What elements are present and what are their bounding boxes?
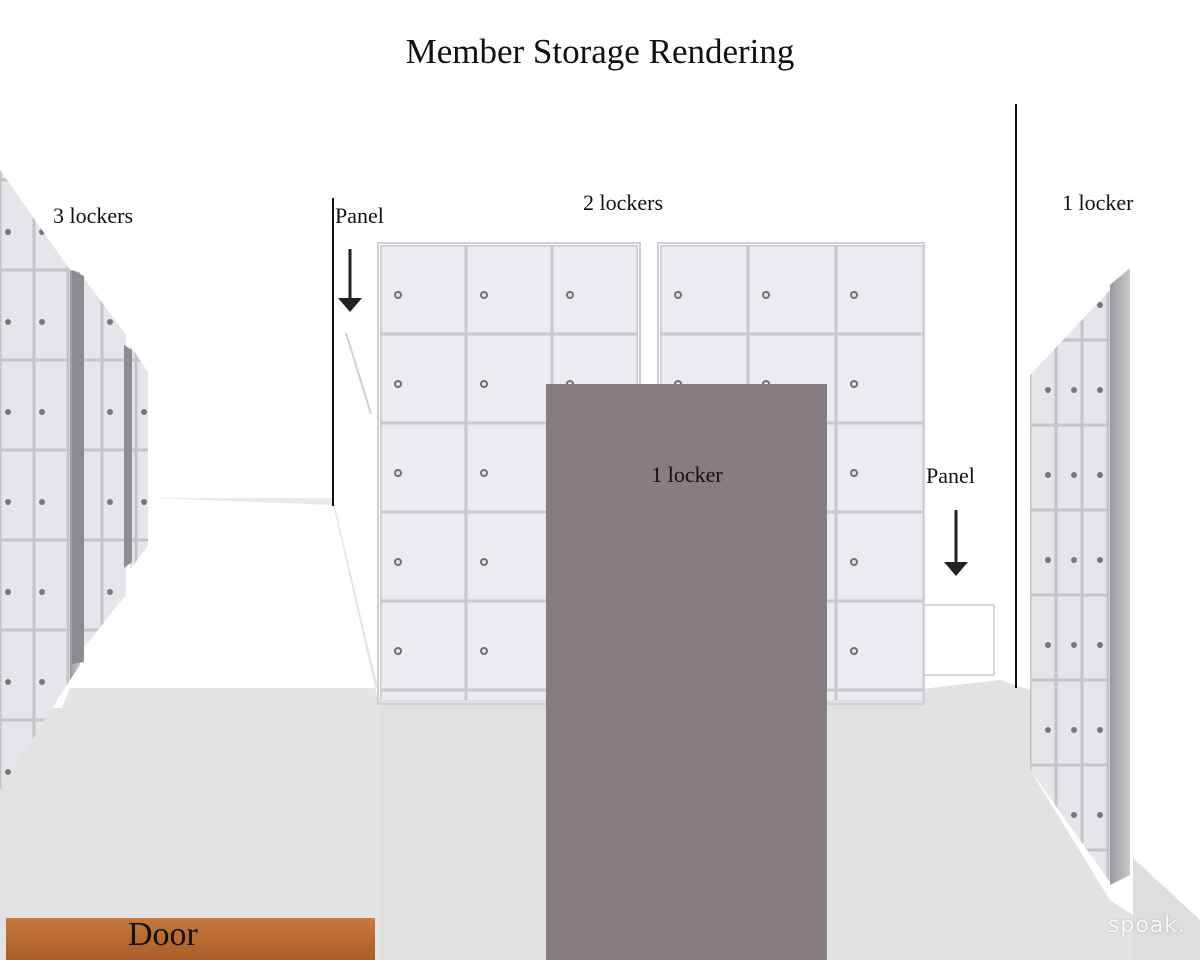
left-locker-bank-3-edge bbox=[124, 345, 132, 568]
right-locker-bank-edge bbox=[1110, 268, 1130, 885]
floor-right bbox=[826, 680, 1200, 960]
left-locker-bank-3 bbox=[130, 345, 148, 570]
down-arrow-icon bbox=[944, 510, 968, 576]
label-panel-right: Panel bbox=[926, 463, 975, 488]
page-title: Member Storage Rendering bbox=[405, 32, 795, 71]
left-panel-diagonal bbox=[345, 332, 372, 415]
label-center-block: 1 locker bbox=[651, 462, 723, 487]
label-panel-left: Panel bbox=[335, 203, 384, 228]
watermark-logo: spoak. bbox=[1107, 913, 1186, 938]
right-floor-corner bbox=[1133, 858, 1200, 960]
center-block bbox=[546, 384, 827, 960]
down-arrow-icon bbox=[338, 249, 362, 312]
left-locker-bank-2-edge bbox=[72, 270, 84, 664]
left-locker-bank-2 bbox=[82, 275, 126, 650]
label-door: Door bbox=[128, 916, 198, 953]
left-locker-bank-1 bbox=[0, 170, 70, 790]
right-panel-box bbox=[923, 604, 995, 676]
right-locker-bank bbox=[1030, 290, 1110, 882]
label-left-lockers: 3 lockers bbox=[53, 203, 134, 228]
label-right-lockers: 1 locker bbox=[1062, 190, 1134, 215]
door bbox=[6, 918, 375, 960]
floor-center-strip bbox=[380, 700, 546, 960]
label-center-lockers: 2 lockers bbox=[583, 190, 664, 215]
